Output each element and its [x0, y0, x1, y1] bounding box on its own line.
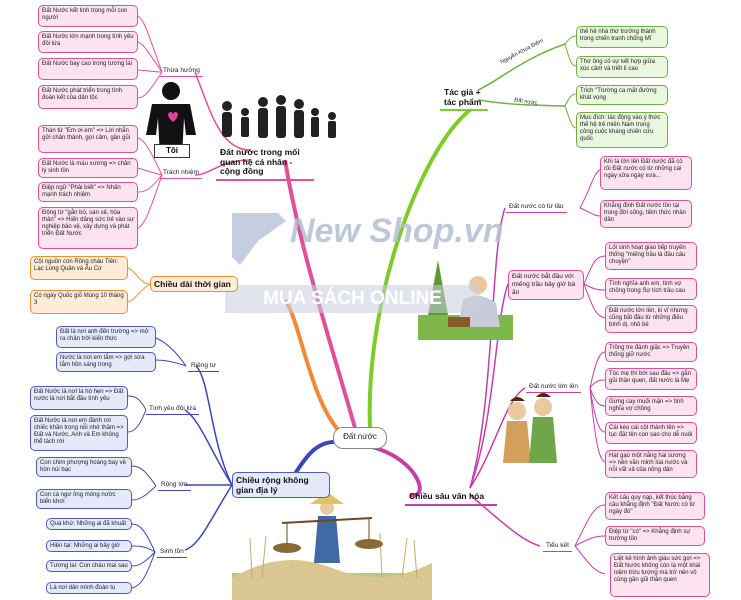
tieu-ket-item: Liệt kê hình ảnh giàu sức gợi => Đất Nướ…	[610, 553, 710, 597]
center-topic: Đất nước	[333, 427, 387, 449]
co-tu-lau-label: Đất nước có từ lâu	[506, 202, 567, 213]
author-item: thế hệ nhà thơ trưởng thành trong chiến …	[576, 26, 668, 48]
time-item: Cội nguồn con Rồng cháu Tiên: Lạc Long Q…	[30, 256, 128, 280]
thua-huong-label: Thừa hưởng	[160, 66, 203, 77]
rong-lon-label: Rộng lớn	[158, 480, 191, 491]
community-branch-title: Đất nước trong mối quan hệ cá nhân - cộn…	[216, 146, 314, 181]
sinh-ton-item: Tương lai: Con cháu mai sau	[46, 560, 132, 572]
person-label: Tôi	[154, 144, 190, 158]
bat-dau-item: Đất nước lớn lên, kì vĩ nhưng cũng bắt đ…	[605, 305, 697, 333]
bat-dau-item: Tình nghĩa anh em, tình vợ chồng trong S…	[605, 278, 697, 300]
thua-huong-item: Đất Nước phát triển trong tình đoàn kết …	[38, 85, 138, 109]
farmer-picture	[232, 492, 432, 600]
thua-huong-item: Đất Nước kết tinh trong mỗi con người	[38, 5, 138, 27]
rong-lon-item: Con chim phượng hoàng bay về hòn núi bạc	[36, 457, 132, 477]
person-icon	[146, 82, 196, 158]
tieu-ket-item: Kết cấu quy nạp, kết thúc bằng câu khẳng…	[605, 492, 705, 520]
trach-nhiem-item: Động từ "gắn bó, san sẻ, hóa thân" => Hi…	[38, 207, 138, 249]
family-picture	[222, 95, 336, 138]
rieng-tu-item: Đất là nơi anh đến trường => mở ra chân …	[56, 326, 156, 348]
rieng-tu-item: Nước là nơi em tắm => gợi sừa tắm hồn sá…	[56, 352, 156, 372]
depth-branch-title: Chiều sâu văn hóa	[405, 490, 497, 506]
work-item: Trích "Trường ca mặt đường khát vọng	[576, 85, 668, 105]
kids-picture	[503, 393, 557, 463]
tieu-ket-item: Điệp từ "có" => Khẳng định sự trường tồn	[605, 526, 705, 546]
time-branch-title: Chiều dài thời gian	[150, 276, 238, 292]
lon-len-item: Hạt gạo một nắng hai sương => nền văn mi…	[605, 450, 697, 478]
lon-len-item: Trồng tre đánh giặc => Truyền thống giữ …	[605, 342, 697, 362]
trach-nhiem-item: Điệp ngữ "Phải biết" => Nhấn mạnh trách …	[38, 182, 138, 202]
co-tu-lau-item: Khi ta lớn lên Đất nước đã có rồi Đất nư…	[600, 156, 692, 190]
tinh-yeu-label: Tình yêu đôi lứa	[146, 404, 199, 415]
work-item: Mục đích: tác động vào ý thức thế hệ trẻ…	[576, 112, 668, 148]
lon-len-label: Đất nước lớn lên	[526, 382, 582, 393]
bat-dau-label: Đất nước bắt đầu với miếng trầu bây giờ …	[508, 270, 584, 300]
thua-huong-item: Đất Nước lớn mạnh trong tình yêu đôi lứa	[38, 31, 138, 53]
lon-len-item: Gừng cay muối mặn => tình nghĩa vợ chồng	[605, 396, 697, 416]
rieng-tu-label: Riêng tư	[188, 361, 219, 372]
trach-nhiem-label: Trách nhiệm	[160, 168, 202, 179]
rong-lon-item: Con cá ngư ông móng nước biển khơi	[36, 489, 132, 509]
watermark-banner: MUA SÁCH ONLINE	[225, 285, 480, 313]
thua-huong-item: Đất Nước bay cao trong tương lai	[38, 58, 138, 80]
sinh-ton-item: Quá khứ: Những ai đã khuất	[46, 518, 132, 530]
tieu-ket-label: Tiểu kết	[543, 541, 572, 552]
lon-len-item: Cái kèo cái cột thành tên => tục đặt tên…	[605, 422, 697, 444]
tinh-yeu-item: Đất Nước là nơi ta hò hẹn => Đất nước là…	[30, 386, 128, 410]
watermark-logo-icon	[232, 213, 286, 265]
lon-len-item: Tóc mẹ thì bới sau đầu => gắn gũi thân q…	[605, 368, 697, 390]
bat-dau-item: Lối sinh hoạt giao tiếp truyền thống "mi…	[605, 242, 697, 270]
watermark-brand: New Shop.vn	[290, 212, 504, 250]
time-item: Có ngày Quốc giỗ Mùng 10 tháng 3	[30, 290, 128, 314]
sinh-ton-label: Sinh tồn	[157, 547, 187, 558]
author-branch-title: Tác giả + tác phẩm	[440, 86, 488, 111]
trach-nhiem-item: Đất Nước là máu xương => chân lý sinh tồ…	[38, 158, 138, 178]
sinh-ton-item: Hiện tại: Những ai bây giờ	[46, 540, 132, 552]
space-branch-title: Chiều rộng không gian địa lý	[232, 472, 330, 498]
author-item: Thơ ông có sự kết hợp giữa xúc cảm và tr…	[576, 56, 668, 78]
sinh-ton-item: Là nơi dân mình đoàn tụ	[46, 582, 132, 594]
co-tu-lau-item: Khẳng định Đất nước tồn tại trong đời số…	[600, 200, 692, 228]
trach-nhiem-item: Thán từ "Em ơi em" => Lời nhắn gửi chân …	[38, 125, 138, 153]
tinh-yeu-item: Đất Nước là nơi em đánh rơi chiếc khăn t…	[30, 415, 128, 451]
